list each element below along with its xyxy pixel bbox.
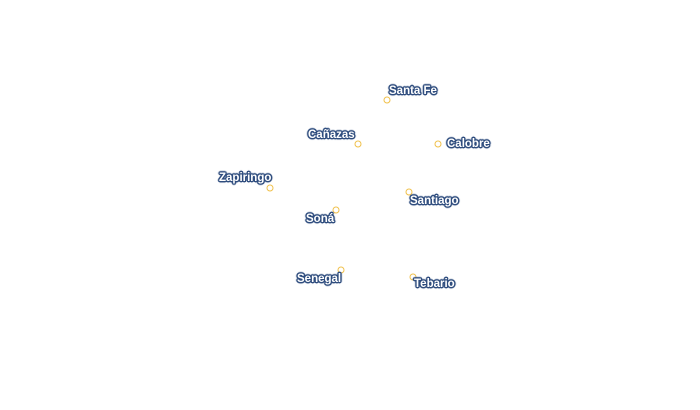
place-label-zapiringo: Zapiringo <box>219 172 272 184</box>
place-marker-tebario[interactable] <box>409 273 417 281</box>
place-marker-canazas[interactable] <box>354 140 362 148</box>
place-label-santiago: Santiago <box>410 195 459 207</box>
place-marker-santa-fe[interactable] <box>383 96 391 104</box>
place-label-sona: Soná <box>306 213 335 225</box>
place-marker-santiago[interactable] <box>405 188 413 196</box>
place-marker-zapiringo[interactable] <box>266 184 274 192</box>
place-marker-calobre[interactable] <box>434 140 442 148</box>
place-label-calobre: Calobre <box>447 138 490 150</box>
place-marker-senegal[interactable] <box>337 266 345 274</box>
place-label-senegal: Senegal <box>297 273 342 285</box>
place-label-tebario: Tebario <box>414 278 455 290</box>
place-marker-sona[interactable] <box>332 206 340 214</box>
place-label-santa-fe: Santa Fe <box>389 85 437 97</box>
place-label-canazas: Cañazas <box>308 129 355 141</box>
